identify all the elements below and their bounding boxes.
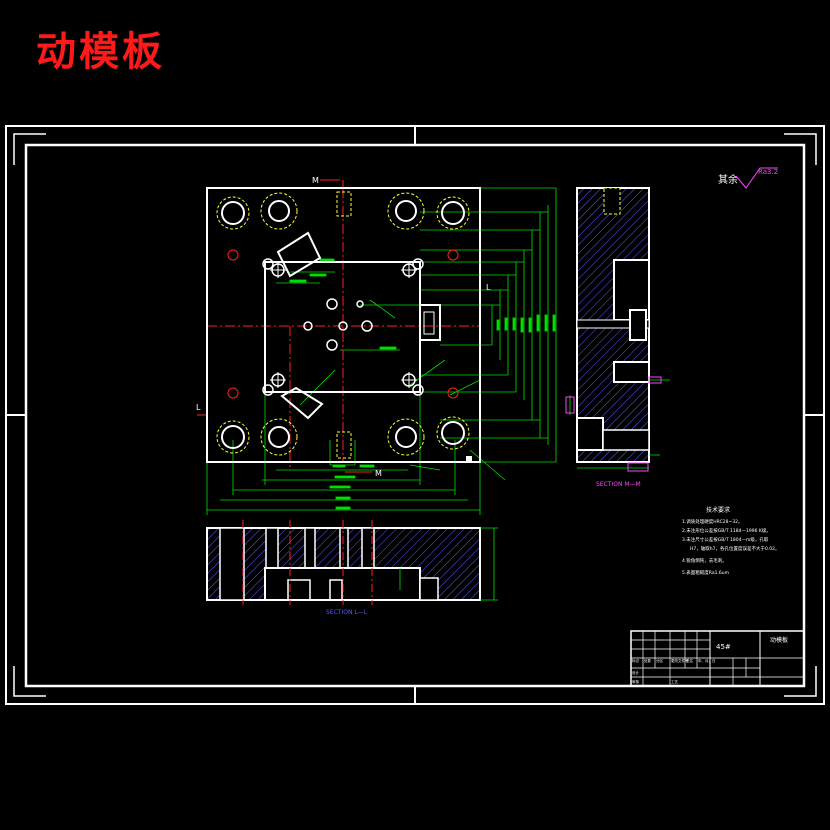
tech-item-5: 4.锐角倒钝，去毛刺。 [682,557,727,564]
section-m-label: SECTION M—M [596,481,641,488]
cut-mark-m-top: M [312,176,319,185]
tech-item-1: 1.调质处理硬度HRC28~32。 [682,518,742,525]
roughness-note: 其余 Ra3.2 [718,167,778,189]
plate-outline [206,187,481,463]
svg-text:签名: 签名 [686,658,693,663]
roughness-label: 其余 [718,173,738,186]
tech-item-3: 3.未注尺寸公差按GB/T 1804—m级，孔取 [682,536,769,543]
cut-mark-l-left: L [196,403,201,412]
roughness-value: Ra3.2 [758,168,778,176]
cut-mark-m-bottom: M [375,469,382,478]
plan-dimensions [206,187,557,515]
title-block-material: 45# [716,643,731,651]
svg-text:更改文件号: 更改文件号 [671,658,689,663]
tech-requirements: 技术要求 1.调质处理硬度HRC28~32。 2.未注形位公差按GB/T 118… [682,506,779,576]
svg-text:设计: 设计 [632,670,640,675]
section-l-view: SECTION L—L [206,520,498,616]
cut-mark-l-right: L [486,283,491,292]
svg-text:审核: 审核 [632,679,640,684]
title-block-part-name: 动模板 [770,636,788,644]
title-block-labels: 标记 处数 分区 更改文件号 签名 年、月、日 设计 审核 工艺 [632,658,716,684]
svg-text:年、月、日: 年、月、日 [698,658,716,663]
section-l-label: SECTION L—L [326,609,368,616]
plan-view: M M L L [196,176,557,515]
sheet-frame [5,125,825,705]
svg-text:标记: 标记 [632,658,640,663]
screw-holes [227,249,459,399]
section-marks: M M L L [196,176,491,478]
cavity-pocket [264,261,421,393]
inner-frame [24,143,806,688]
title-block: 45# 动模板 [630,630,805,687]
counterbore-circles [216,192,470,456]
svg-text:工艺: 工艺 [671,679,679,684]
svg-text:分区: 分区 [656,658,664,663]
pin-holes [221,200,465,449]
tech-requirements-heading: 技术要求 [706,506,730,514]
plan-centerlines [197,180,480,470]
section-m-view: SECTION M—M [565,187,670,488]
svg-text:处数: 处数 [644,658,652,663]
tech-item-4: H7，轴取h7，各孔位置度误差不大于0.02。 [690,545,779,552]
tech-item-2: 2.未注形位公差按GB/T 1184—1996 K级。 [682,527,771,534]
tech-item-6: 5.表面粗糙度Ra1.6um [682,569,729,576]
page-title: 动模板 [36,28,165,75]
